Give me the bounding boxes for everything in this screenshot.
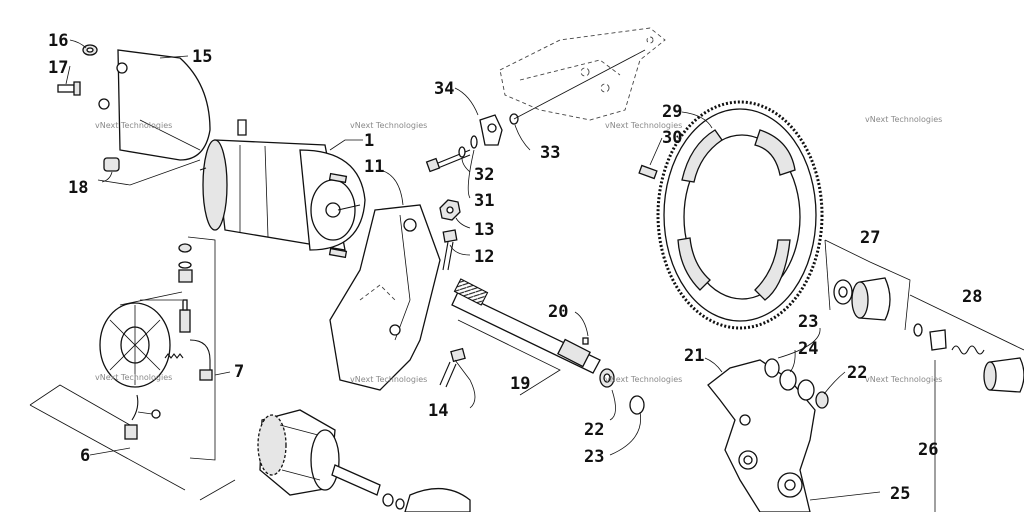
watermark-text: vNext Technologies — [865, 375, 942, 384]
callout-15: 15 — [192, 47, 212, 67]
callout-14: 14 — [428, 401, 448, 421]
callout-31: 31 — [474, 191, 494, 211]
callout-33: 33 — [540, 143, 560, 163]
mount-plate — [707, 359, 816, 512]
watermark-text: vNext Technologies — [95, 121, 172, 130]
callout-34: 34 — [434, 79, 454, 99]
watermark-text: vNext Technologies — [95, 373, 172, 382]
callout-30: 30 — [662, 128, 682, 148]
watermarks: vNext Technologies vNext Technologies vN… — [95, 115, 942, 384]
watermark-text: vNext Technologies — [865, 115, 942, 124]
brush-plate — [99, 243, 213, 388]
mounting-bracket — [499, 27, 666, 121]
callout-16: 16 — [48, 31, 68, 51]
pinion-assembly — [833, 277, 1024, 393]
watermark-text: vNext Technologies — [605, 121, 682, 130]
callout-27: 27 — [860, 228, 880, 248]
callout-18: 18 — [68, 178, 88, 198]
watermark-text: vNext Technologies — [605, 375, 682, 384]
watermark-text: vNext Technologies — [350, 121, 427, 130]
callout-6: 6 — [80, 446, 90, 466]
callout-28: 28 — [962, 287, 982, 307]
drive-housing — [329, 204, 441, 391]
callout-7: 7 — [234, 362, 244, 382]
callout-21: 21 — [684, 346, 704, 366]
callout-22: 22 — [847, 363, 867, 383]
callout-26: 26 — [918, 440, 938, 460]
drive-shaft — [451, 278, 645, 415]
spacer-rings — [764, 358, 829, 409]
fasteners-left — [57, 44, 120, 172]
callout-25: 25 — [890, 484, 910, 504]
brush-lead — [124, 394, 161, 440]
watermark-text: vNext Technologies — [350, 375, 427, 384]
callout-23: 23 — [584, 447, 604, 467]
callout-13: 13 — [474, 220, 494, 240]
end-cover — [98, 49, 211, 161]
leader-lines — [29, 39, 1024, 512]
ring-gear — [638, 100, 824, 330]
callout-1: 1 — [364, 131, 374, 151]
callout-12: 12 — [474, 247, 494, 267]
armature — [257, 409, 471, 512]
callout-labels: 16 17 15 18 1 11 34 33 32 31 13 12 29 30… — [48, 31, 982, 504]
callout-29: 29 — [662, 102, 682, 122]
callout-17: 17 — [48, 58, 68, 78]
callout-32: 32 — [474, 165, 494, 185]
callout-22: 22 — [584, 420, 604, 440]
callout-11: 11 — [364, 157, 384, 177]
callout-20: 20 — [548, 302, 568, 322]
callout-19: 19 — [510, 374, 530, 394]
callout-23: 23 — [798, 312, 818, 332]
callout-24: 24 — [798, 339, 818, 359]
bolts-center — [439, 199, 466, 388]
starter-motor — [199, 119, 366, 259]
upper-hardware — [425, 49, 646, 173]
